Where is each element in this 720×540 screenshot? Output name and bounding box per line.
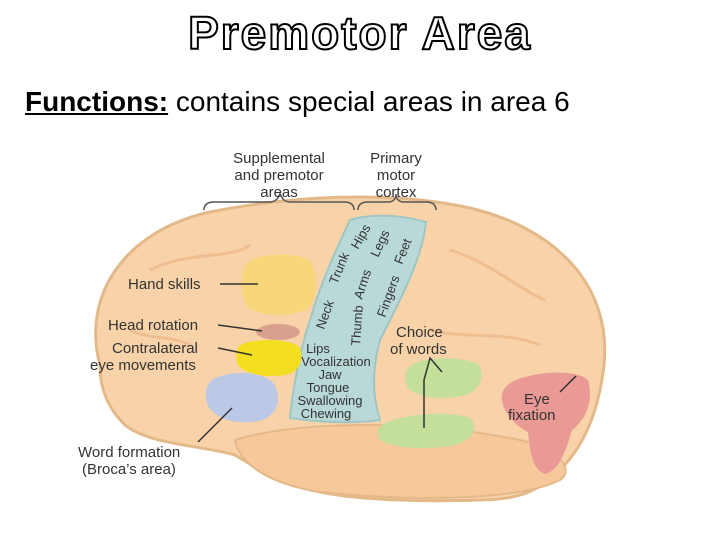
strip-swallowing: Swallowing <box>297 393 362 408</box>
label-head-rotation: Head rotation <box>108 317 198 334</box>
temporal-lobe-fold <box>233 424 567 499</box>
sulcus-1 <box>149 243 251 272</box>
hand-skills-area <box>241 254 316 315</box>
leader-head-rotation <box>217 324 263 332</box>
label-choice-line-1: Choice <box>396 324 443 341</box>
label-eye-fixation-line-2: fixation <box>508 407 556 424</box>
leader-word-formation <box>197 407 233 443</box>
header-premotor-line-2: and premotor <box>234 167 323 184</box>
strip-lips: Lips <box>306 341 330 356</box>
sulcus-2 <box>449 248 546 302</box>
head-rotation-area <box>256 324 300 340</box>
bracket-motor <box>357 193 437 211</box>
primary-motor-strip <box>288 214 428 424</box>
header-premotor-line-1: Supplemental <box>233 150 325 167</box>
bracket-premotor <box>203 192 355 211</box>
strip-tongue: Tongue <box>307 380 350 395</box>
strip-vocalization: Vocalization <box>301 354 370 369</box>
eye-fixation-area <box>501 372 591 474</box>
leader-contralateral <box>217 347 253 356</box>
label-choice-line-2: of words <box>390 341 447 358</box>
label-contralateral-line-2: eye movements <box>90 357 196 374</box>
label-hand-skills: Hand skills <box>128 276 201 293</box>
functions-label: Functions: <box>25 86 169 117</box>
sulcus-4 <box>129 328 191 347</box>
label-contralateral-line-1: Contralateral <box>112 340 198 357</box>
sulcus-3 <box>429 328 541 347</box>
label-word-formation-line-1: Word formation <box>78 444 180 461</box>
choice-of-words-area-upper <box>405 358 482 398</box>
functions-text: contains special areas in area 6 <box>175 86 570 117</box>
choice-of-words-area-lower <box>377 413 475 448</box>
strip-thumb: Thumb <box>348 305 366 346</box>
slide-title: Premotor Area <box>187 7 532 59</box>
functions-line: Functions: contains special areas in are… <box>25 86 570 118</box>
header-motor-line-1: Primary <box>370 150 422 167</box>
strip-chewing: Chewing <box>301 406 352 421</box>
eye-movement-area <box>236 340 302 376</box>
broca-area <box>205 372 278 423</box>
leader-eye-fixation <box>559 375 577 393</box>
label-word-formation-line-2: (Broca’s area) <box>82 461 176 478</box>
header-premotor-line-3: areas <box>260 184 298 201</box>
strip-jaw: Jaw <box>318 367 342 382</box>
label-eye-fixation-line-1: Eye <box>524 391 550 408</box>
header-motor-line-2: motor <box>377 167 415 184</box>
leader-choice-of-words <box>423 356 443 428</box>
header-motor-line-3: cortex <box>376 184 417 201</box>
